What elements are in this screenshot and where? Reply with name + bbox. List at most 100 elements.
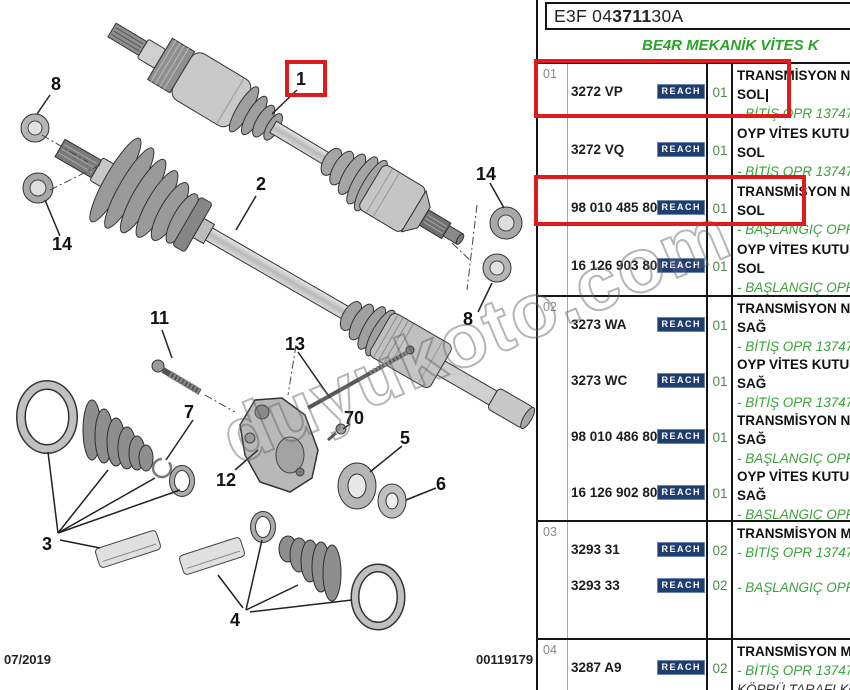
description-line: SOL — [737, 261, 765, 276]
bolt-70 — [327, 423, 347, 442]
reach-badge[interactable]: REACH — [657, 660, 705, 675]
column-divider — [567, 522, 568, 638]
bearing-5 — [337, 462, 377, 510]
quantity: 02 — [712, 543, 728, 558]
text-caret — [765, 89, 768, 102]
hub-nut-right — [482, 206, 523, 283]
description-line: SAĞ — [737, 320, 767, 335]
parts-table: E3F 04 3711 30A BE4R MEKANİK VİTES K 01 … — [536, 0, 850, 690]
part-row-329331[interactable]: 3293 31 REACH 02 TRANSMİSYON MU - BİTİŞ OP… — [538, 522, 850, 576]
description-line: KÖPRÜ TARAFI KÖ — [737, 682, 850, 690]
column-divider — [706, 64, 708, 295]
validity-note: - BİTİŞ OPR 13747 — [737, 545, 850, 560]
reach-badge[interactable]: REACH — [657, 142, 705, 157]
reach-badge[interactable]: REACH — [657, 578, 705, 593]
drive-shaft-2 — [54, 137, 536, 430]
part-label-8-right: 8 — [463, 309, 473, 329]
bearing-bracket — [239, 397, 319, 493]
description-line: SAĞ — [737, 432, 767, 447]
column-divider — [731, 64, 733, 295]
group-number: 04 — [543, 643, 557, 657]
validity-note: - BAŞLANGIÇ OPR — [737, 507, 850, 520]
page-code-prefix: E3F 04 — [554, 5, 613, 26]
part-reference: 3272 VQ — [571, 142, 625, 157]
reach-badge[interactable]: REACH — [657, 317, 705, 332]
reach-badge[interactable]: REACH — [657, 258, 705, 273]
reach-badge[interactable]: REACH — [657, 200, 705, 215]
description-line: SAĞ — [737, 376, 767, 391]
validity-note: - BİTİŞ OPR 13747 — [737, 339, 850, 354]
validity-note: - BİTİŞ OPR 13747 — [737, 164, 850, 179]
description-line: TRANSMİSYON MU — [737, 644, 850, 659]
quantity: 01 — [712, 374, 728, 389]
validity-note: - BAŞLANGIÇ OPR — [737, 222, 850, 237]
part-label-11: 11 — [150, 308, 169, 328]
part-reference: 16 126 903 80 — [571, 258, 658, 273]
part-row-3273wc[interactable]: 3273 WC REACH 01 OYP VİTES KUTUSU SAĞ - BİT… — [538, 353, 850, 410]
description-line: TRANSMİSYON NE — [737, 68, 850, 83]
description-line: TRANSMİSYON NE — [737, 301, 850, 316]
part-label-70: 70 — [344, 408, 364, 428]
hub-nut-left — [20, 113, 54, 204]
reach-badge[interactable]: REACH — [657, 373, 705, 388]
column-divider — [731, 297, 733, 520]
part-label-2: 2 — [256, 174, 266, 194]
part-label-7: 7 — [184, 402, 194, 422]
quantity: 02 — [712, 661, 728, 676]
column-divider — [731, 522, 733, 638]
part-reference: 3287 A9 — [571, 660, 622, 675]
quantity: 01 — [712, 430, 728, 445]
column-divider — [706, 297, 708, 520]
part-label-4: 4 — [230, 610, 240, 630]
revision-date: 07/2019 — [4, 652, 51, 667]
reach-badge[interactable]: REACH — [657, 84, 705, 99]
validity-note: - BAŞLANGIÇ OPR — [737, 580, 850, 595]
reach-badge[interactable]: REACH — [657, 542, 705, 557]
quantity: 01 — [712, 85, 728, 100]
column-divider — [567, 64, 568, 295]
description-line: TRANSMİSYON NE — [737, 413, 850, 428]
part-reference: 3273 WC — [571, 373, 628, 388]
description-line: SAĞ — [737, 488, 767, 503]
column-divider — [567, 640, 568, 690]
document-number: 00119179 — [476, 652, 534, 667]
drive-shaft-1 — [107, 22, 465, 245]
boot-kit-4 — [179, 511, 406, 631]
part-reference: 16 126 902 80 — [571, 485, 658, 500]
part-label-3: 3 — [42, 534, 52, 554]
description-line: TRANSMİSYON NE — [737, 184, 850, 199]
description-line: OYP VİTES KUTUSU — [737, 469, 850, 484]
part-reference: 3293 31 — [571, 542, 620, 557]
column-divider — [706, 522, 708, 638]
seal-6 — [377, 483, 407, 519]
axis-lines — [41, 134, 478, 413]
quantity: 01 — [712, 318, 728, 333]
description-line: TRANSMİSYON MU — [737, 526, 850, 541]
validity-note: - BİTİŞ OPR 13747 — [737, 395, 850, 410]
reach-badge[interactable]: REACH — [657, 485, 705, 500]
section-subtitle: BE4R MEKANİK VİTES K — [642, 37, 819, 54]
column-divider — [567, 297, 568, 520]
quantity: 02 — [712, 578, 728, 593]
part-label-12: 12 — [216, 470, 236, 490]
description-line: OYP VİTES KUTUSU — [737, 357, 850, 372]
validity-note: - BAŞLANGIÇ OPR — [737, 280, 850, 295]
part-reference: 98 010 486 80 — [571, 429, 658, 444]
description-line: SOL — [737, 145, 765, 160]
reach-badge[interactable]: REACH — [657, 429, 705, 444]
boot-kit-3 — [16, 380, 195, 568]
